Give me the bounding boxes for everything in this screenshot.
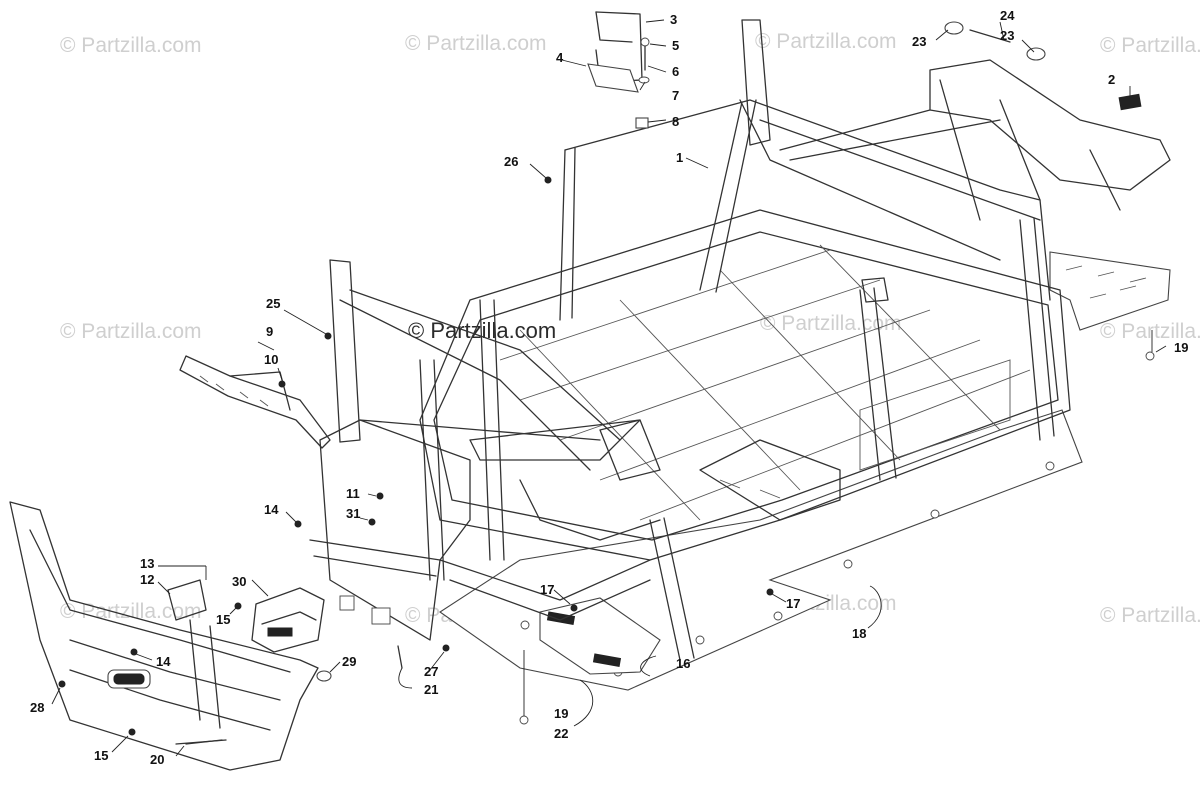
- callout-26: 26: [504, 154, 518, 169]
- callout-17-left: 17: [540, 582, 554, 597]
- bolt-26: [544, 176, 552, 184]
- skid-plate-main: [439, 409, 1083, 691]
- callout-4: 4: [556, 50, 564, 65]
- watermark-layer: © Partzilla.com © Partzilla.com © Partzi…: [60, 30, 1200, 627]
- bolt-part-5: [640, 37, 650, 71]
- callout-17-right: 17: [786, 596, 800, 611]
- callout-13: 13: [140, 556, 154, 571]
- bolt-14b: [130, 648, 138, 656]
- skid-plate-front: [539, 597, 661, 675]
- callout-28: 28: [30, 700, 44, 715]
- bolt-28: [58, 680, 66, 688]
- pin-part-24: [969, 29, 1011, 43]
- callout-14-upper: 14: [264, 502, 279, 517]
- callout-11: 11: [346, 486, 360, 501]
- callout-23-left: 23: [912, 34, 926, 49]
- callout-7: 7: [672, 88, 679, 103]
- winch-mount-plate: [251, 587, 325, 653]
- washer-19b: [1145, 351, 1155, 361]
- bolt-17a: [570, 604, 578, 612]
- callout-6: 6: [672, 64, 679, 79]
- watermark-top-right: © Partzilla.com: [755, 30, 897, 53]
- callout-19-right: 19: [1174, 340, 1188, 355]
- watermark-mid-right: © Partzilla.com: [760, 312, 902, 335]
- main-frame: [309, 19, 1171, 661]
- bolt-31: [368, 518, 376, 526]
- callout-22: 22: [554, 726, 568, 741]
- skid-plate-rear: [1049, 251, 1171, 331]
- bolt-11: [376, 492, 384, 500]
- callout-labels: 1 2 3 4 5 6 7 8 9 10 11 12 13 14 14 15 1…: [30, 8, 1188, 767]
- callout-21: 21: [424, 682, 438, 697]
- callout-9: 9: [266, 324, 273, 339]
- callout-31: 31: [346, 506, 360, 521]
- bushing-part-23: [944, 21, 1046, 61]
- bolt-15a: [234, 602, 242, 610]
- callout-5: 5: [672, 38, 679, 53]
- callout-18: 18: [852, 626, 866, 641]
- callout-27: 27: [424, 664, 438, 679]
- callout-2: 2: [1108, 72, 1115, 87]
- watermark-bottom-far-right: © Partzilla.com: [1100, 604, 1200, 627]
- bolt-17b: [766, 588, 774, 596]
- callout-30: 30: [232, 574, 246, 589]
- callout-8: 8: [672, 114, 679, 129]
- callout-29: 29: [342, 654, 356, 669]
- watermark-top-center: © Partzilla.com: [405, 32, 547, 55]
- pin-21: [397, 645, 403, 669]
- callout-19-bottom: 19: [554, 706, 568, 721]
- callout-23-right: 23: [1000, 28, 1014, 43]
- watermark-top-left: © Partzilla.com: [60, 34, 202, 57]
- bushing-29: [316, 670, 332, 682]
- callout-25: 25: [266, 296, 280, 311]
- callout-24: 24: [1000, 8, 1015, 23]
- bolt-10: [278, 380, 286, 388]
- pad-part-4: [587, 63, 639, 93]
- watermark-mid-far-right: © Partzilla.com: [1100, 320, 1200, 343]
- callout-20: 20: [150, 752, 164, 767]
- callout-12: 12: [140, 572, 154, 587]
- callout-14-lower: 14: [156, 654, 171, 669]
- bracket-part-9: [179, 355, 331, 449]
- bolt-25: [324, 332, 332, 340]
- fastener-set: [58, 176, 1155, 745]
- bolt-27: [442, 644, 450, 652]
- bumper-bracket-13: [167, 579, 207, 621]
- callout-10: 10: [264, 352, 278, 367]
- callout-16: 16: [676, 656, 690, 671]
- leader-lines: [51, 19, 1167, 757]
- bolt-20: [185, 739, 223, 745]
- washer-19a: [519, 715, 529, 725]
- bolt-14a: [294, 520, 302, 528]
- washer-part-7: [638, 76, 650, 84]
- callout-15-lower: 15: [94, 748, 108, 763]
- callout-3: 3: [670, 12, 677, 27]
- pad-part-2: [1118, 93, 1142, 111]
- watermark-top-far-right: © Partzilla.com: [1100, 34, 1200, 57]
- callout-1: 1: [676, 150, 683, 165]
- clip-part-8: [635, 117, 649, 129]
- callout-15-upper: 15: [216, 612, 230, 627]
- bolt-15b: [128, 728, 136, 736]
- watermark-mid-left: © Partzilla.com: [60, 320, 202, 343]
